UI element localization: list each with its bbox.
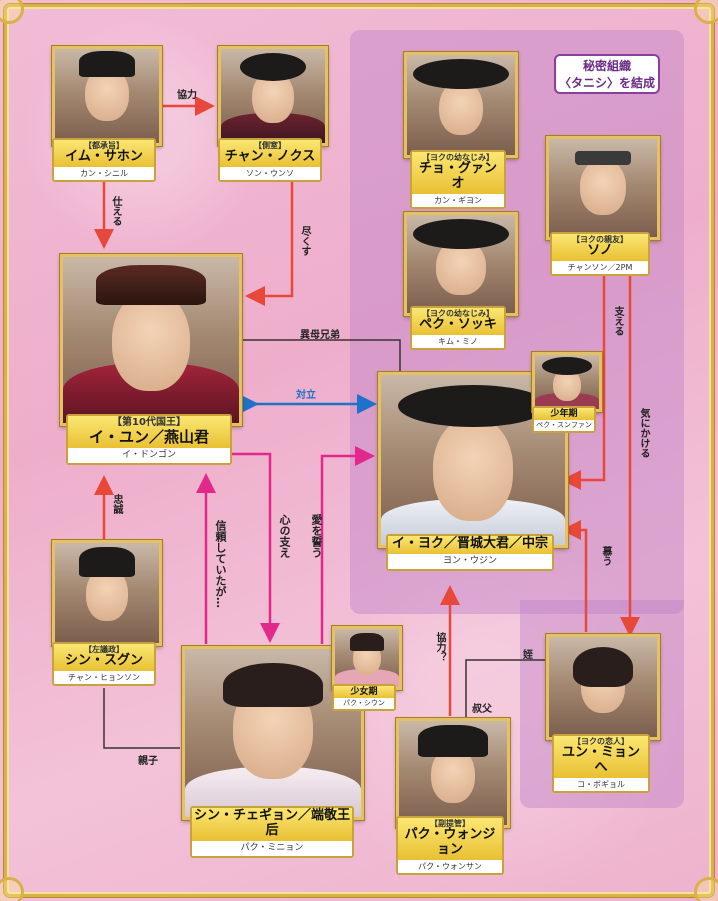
portrait-im-sahong <box>52 46 162 146</box>
role-jang: 【側室】 <box>254 141 286 150</box>
portrait-shin-sugeun <box>52 540 162 646</box>
actor-jang: ソン・ウンソ <box>220 167 320 181</box>
namebox-park-wonjong: 【副提管】パク・ウォンジョン パク・ウォンサン <box>396 816 504 876</box>
actor-sono: チャンソン／2PM <box>552 261 648 275</box>
namebox-paek-sokki: 【ヨクの幼なじみ】ペク・ソッキ キム・ミノ <box>410 306 506 351</box>
line-sono-support <box>561 276 606 490</box>
actor-myeong: コ・ボギョル <box>554 778 648 792</box>
actor-yeok-young: ペク・スンファン <box>534 420 594 432</box>
role-king: 【第10代国王】 <box>112 417 186 428</box>
namebox-yi-yeok: イ・ヨク／晋城大君／中宗 ヨン・ウジン <box>386 534 554 571</box>
secret-group-label-line2: 〈タニシ〉を結成 <box>558 76 655 90</box>
portrait-park-wonjong <box>396 718 510 828</box>
portrait-yeok-young <box>532 352 602 412</box>
label-uncle: 叔父 <box>472 704 492 715</box>
name-myeong: ユン・ミョンへ <box>561 745 640 776</box>
corner-ornament <box>694 0 718 24</box>
actor-king: イ・ドンゴン <box>68 447 230 463</box>
actor-park: パク・ウォンサン <box>398 860 502 874</box>
label-adore: 慕う <box>600 546 611 566</box>
line-adore <box>561 520 588 632</box>
portrait-paek-sokki <box>404 212 518 316</box>
label-conflict: 対立 <box>296 390 316 401</box>
name-king: イ・ユン／燕山君 <box>88 427 209 446</box>
role-paek: 【ヨクの幼なじみ】 <box>422 309 494 318</box>
portrait-yun-myeonghye <box>546 634 660 740</box>
line-jang-king <box>245 182 294 306</box>
namebox-chae-young: 少女期 パク・シウン <box>332 684 396 712</box>
actor-chae: パク・ミニョン <box>192 840 352 856</box>
label-trust: 信頼していたが… <box>214 520 227 608</box>
name-yeok-young: 少年期 <box>550 409 578 419</box>
portrait-shin-chaegyeong <box>182 646 364 820</box>
line-niece-uncle <box>465 659 548 718</box>
actor-yeok: ヨン・ウジン <box>388 553 552 569</box>
label-sono-support: 支える <box>612 306 623 336</box>
namebox-jang-noksu: 【側室】チャン・ノクス ソン・ウンソ <box>218 138 322 183</box>
label-serve: 仕える <box>110 196 121 226</box>
label-cooperation: 協力 <box>177 90 197 101</box>
role-sono: 【ヨクの親友】 <box>572 235 628 244</box>
name-park: パク・ウォンジョン <box>404 827 496 858</box>
label-care: 気にかける <box>638 408 649 458</box>
namebox-yun-myeonghye: 【ヨクの恋人】ユン・ミョンへ コ・ボギョル <box>552 734 650 794</box>
name-jang: チャン・ノクス <box>224 149 316 165</box>
portrait-cho-gwangoh <box>404 52 518 158</box>
label-half-brothers: 異母兄弟 <box>300 330 340 341</box>
label-parent-child: 親子 <box>138 756 158 767</box>
secret-group-label-line1: 秘密組織 <box>582 59 631 73</box>
name-chae-young: 少女期 <box>350 687 378 697</box>
namebox-sono: 【ヨクの親友】ソノ チャンソン／2PM <box>550 232 650 277</box>
label-niece: 姪 <box>523 650 533 661</box>
corner-ornament <box>694 877 718 901</box>
namebox-im-sahong: 【都承旨】イム・サホン カン・シニル <box>52 138 156 183</box>
label-devote: 尽くす <box>299 226 310 256</box>
line-support <box>232 452 280 643</box>
portrait-sono <box>546 136 660 240</box>
portrait-chae-young <box>332 626 402 690</box>
namebox-shin-sugeun: 【左議政】シン・スグン チャン・ヒョンソン <box>52 642 156 687</box>
role-im: 【都承旨】 <box>84 141 124 150</box>
actor-chae-young: パク・シウン <box>334 698 394 710</box>
corner-ornament <box>0 0 24 24</box>
secret-group-label: 秘密組織 〈タニシ〉を結成 <box>554 54 660 94</box>
namebox-yi-yung: 【第10代国王】イ・ユン／燕山君 イ・ドンゴン <box>66 414 232 465</box>
role-myeong: 【ヨクの恋人】 <box>573 737 629 746</box>
role-park: 【副提管】 <box>430 819 470 828</box>
line-half-brothers <box>238 339 401 376</box>
portrait-yi-yung <box>60 254 242 426</box>
name-yeok: イ・ヨク／晋城大君／中宗 <box>391 536 548 551</box>
name-shin: シン・スグン <box>64 653 143 669</box>
label-support: 心の支え <box>278 514 291 558</box>
name-sono: ソノ <box>587 243 613 259</box>
namebox-yeok-young: 少年期 ペク・スンファン <box>532 406 596 434</box>
portrait-jang-noksu <box>218 46 328 146</box>
actor-paek: キム・ミノ <box>412 335 504 349</box>
actor-shin: チャン・ヒョンソン <box>54 671 154 685</box>
label-cooperation-q: 協力？ <box>434 632 445 662</box>
namebox-shin-chaegyeong: シン・チェギョン／端敬王后 パク・ミニョン <box>190 806 354 858</box>
label-loyalty: 忠誠 <box>111 494 122 514</box>
name-paek: ペク・ソッキ <box>419 317 497 333</box>
line-parent-child <box>103 688 180 749</box>
role-cho: 【ヨクの幼なじみ】 <box>422 153 494 162</box>
role-shin: 【左議政】 <box>84 645 124 654</box>
actor-cho: カン・ギヨン <box>412 194 504 208</box>
corner-ornament <box>0 877 24 901</box>
name-im: イム・サホン <box>65 149 143 165</box>
actor-im: カン・シニル <box>54 167 154 181</box>
name-cho: チョ・グァンオ <box>418 161 497 192</box>
namebox-cho-gwangoh: 【ヨクの幼なじみ】チョ・グァンオ カン・ギヨン <box>410 150 506 210</box>
name-chae: シン・チェギョン／端敬王后 <box>194 808 351 838</box>
label-love: 愛を誓う <box>310 514 323 558</box>
line-love <box>320 446 375 644</box>
